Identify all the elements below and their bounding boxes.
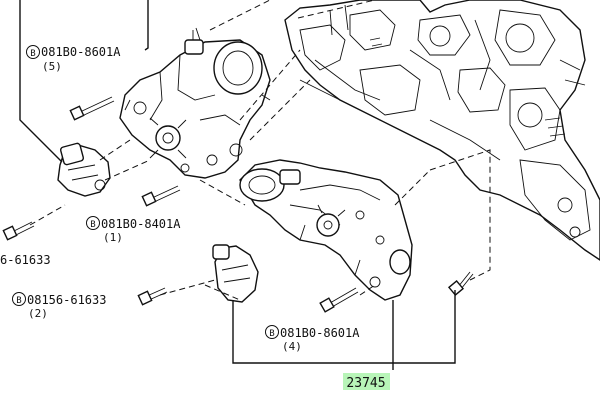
callout-2: 6-61633	[0, 253, 51, 267]
bolt-left	[2, 221, 35, 241]
bolt-lower-left	[137, 287, 168, 306]
part-number[interactable]: 23745	[346, 376, 385, 391]
callout-3: B 08156-61633 (2)	[12, 292, 106, 320]
callout-code: 081B0-8401A	[101, 217, 181, 231]
callout-code: 081B0-8601A	[41, 45, 121, 59]
callout-1: B 081B0-8401A (1)	[86, 216, 181, 244]
bolts	[2, 96, 474, 313]
callout-code: 081B0-8601A	[280, 326, 360, 340]
bolt-middle	[141, 185, 181, 207]
svg-text:B: B	[30, 49, 35, 59]
callout-0: B 081B0-8601A (5)	[26, 45, 121, 73]
assembly-lines	[29, 0, 491, 301]
callout-qty: (1)	[103, 231, 123, 244]
callout-code: 6-61633	[0, 253, 51, 267]
upper-valve-body-drawing	[119, 27, 271, 179]
callout-qty: (4)	[282, 340, 302, 353]
lower-sensor-drawing	[212, 244, 259, 303]
svg-text:B: B	[16, 296, 21, 306]
leader-lines	[19, 0, 456, 370]
bolt-upper	[69, 96, 115, 121]
part-number-highlight	[343, 373, 390, 390]
callout-qty: (2)	[28, 307, 48, 320]
svg-text:B: B	[90, 220, 95, 230]
engine-block-drawing	[284, 0, 600, 261]
lower-valve-body-drawing	[239, 159, 413, 301]
bolt-lower-center	[319, 287, 359, 313]
callout-4: B 081B0-8601A (4)	[265, 325, 360, 353]
svg-text:B: B	[269, 329, 274, 339]
left-sensor-drawing	[57, 142, 111, 197]
bolt-lower-right	[447, 271, 474, 297]
callout-qty: (5)	[42, 60, 62, 73]
part-number-label[interactable]: 23745	[343, 373, 390, 391]
callout-code: 08156-61633	[27, 293, 106, 307]
